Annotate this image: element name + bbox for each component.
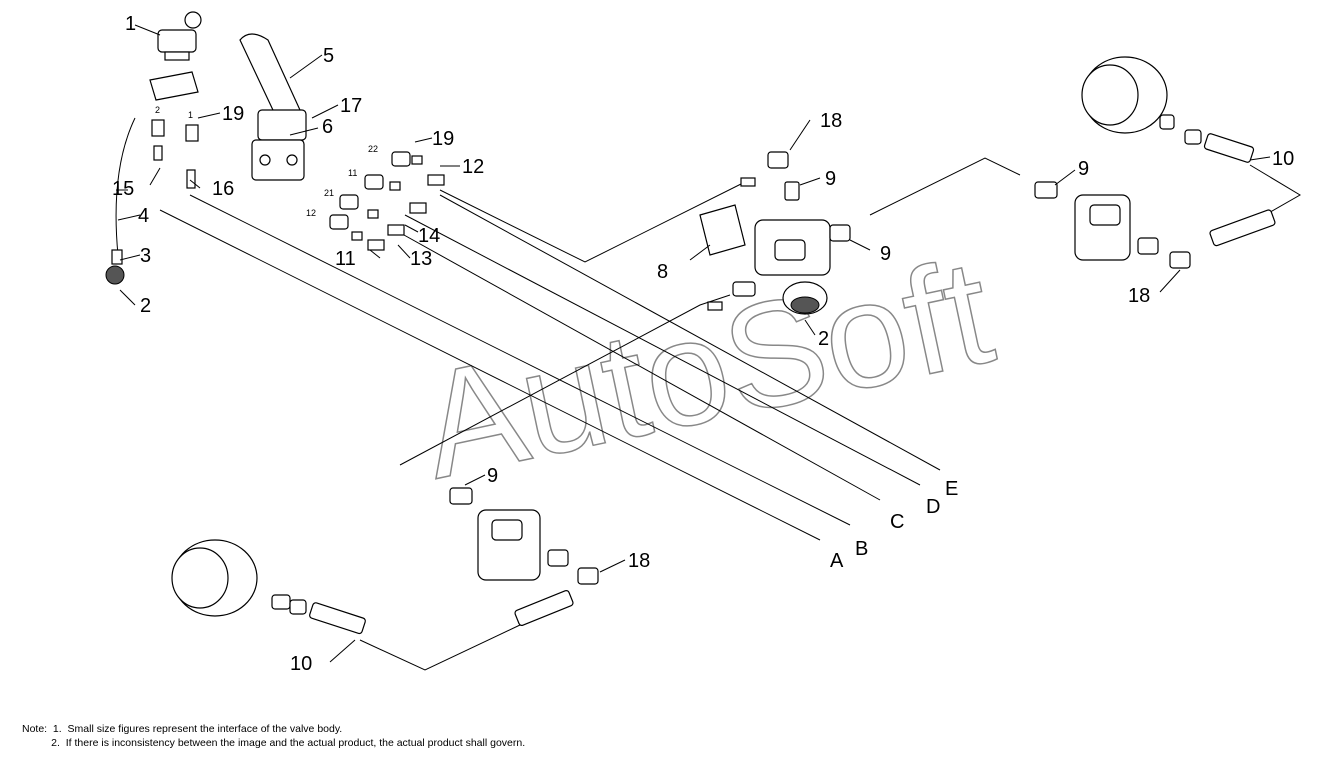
route-line-d bbox=[404, 214, 921, 486]
callout-2b: 2 bbox=[818, 328, 829, 350]
port-label-2: 2 bbox=[155, 105, 160, 115]
callout-9b: 9 bbox=[880, 243, 891, 265]
part-right-brake-chamber bbox=[1034, 56, 1276, 269]
callout-2a: 2 bbox=[140, 295, 151, 317]
part-center-connectors bbox=[329, 151, 445, 251]
route-line-upper bbox=[439, 181, 746, 263]
callout-1: 1 bbox=[125, 13, 136, 35]
line-label-a: A bbox=[830, 550, 844, 572]
port-labels: 2 1 22 11 21 12 bbox=[155, 105, 378, 218]
callout-9c: 9 bbox=[1078, 158, 1089, 180]
route-line-lower bbox=[359, 624, 521, 671]
line-label-d: D bbox=[926, 496, 940, 518]
callout-12: 12 bbox=[462, 156, 484, 178]
notes-block: Note: 1. Small size figures represent th… bbox=[22, 722, 525, 750]
route-line-a bbox=[159, 209, 821, 541]
port-label-1: 1 bbox=[188, 110, 193, 120]
route-line-mid bbox=[399, 294, 731, 466]
leader-lines bbox=[117, 104, 1271, 663]
part-1-switch-valve bbox=[134, 11, 202, 101]
callout-15: 15 bbox=[112, 178, 134, 200]
exploded-parts-diagram: AutoSoft bbox=[105, 11, 1301, 675]
callout-13: 13 bbox=[410, 248, 432, 270]
callout-19a: 19 bbox=[222, 103, 244, 125]
callout-18c: 18 bbox=[628, 550, 650, 572]
part-relay-valve bbox=[699, 151, 851, 315]
port-label-11: 11 bbox=[348, 168, 357, 178]
callout-11: 11 bbox=[335, 248, 356, 270]
note-line-2: 2. If there is inconsistency between the… bbox=[22, 737, 526, 749]
callout-5: 5 bbox=[323, 45, 334, 67]
callout-18b: 18 bbox=[1128, 285, 1150, 307]
callout-labels: 1 5 17 6 19 19 12 14 13 11 15 16 4 3 2 1… bbox=[112, 13, 1294, 675]
callout-10b: 10 bbox=[290, 653, 312, 675]
port-label-21: 21 bbox=[324, 188, 334, 198]
callout-19b: 19 bbox=[432, 128, 454, 150]
note-line-1: Note: 1. Small size figures represent th… bbox=[22, 723, 343, 735]
callout-8: 8 bbox=[657, 261, 668, 283]
route-line-e bbox=[439, 194, 941, 471]
callout-3: 3 bbox=[140, 245, 151, 267]
routing-lines bbox=[159, 157, 1301, 671]
route-line-b bbox=[189, 194, 851, 526]
port-label-12: 12 bbox=[306, 208, 316, 218]
part-left-fittings bbox=[105, 117, 199, 285]
callout-4: 4 bbox=[138, 205, 149, 227]
part-5-hand-brake-valve bbox=[239, 33, 323, 181]
callout-9a: 9 bbox=[825, 168, 836, 190]
callout-18a: 18 bbox=[820, 110, 842, 132]
callout-9d: 9 bbox=[487, 465, 498, 487]
callout-16: 16 bbox=[212, 178, 234, 200]
line-label-e: E bbox=[945, 478, 958, 500]
route-line-right bbox=[869, 157, 1021, 216]
route-line-right-hose bbox=[1249, 164, 1301, 216]
callout-17: 17 bbox=[340, 95, 362, 117]
callout-14: 14 bbox=[418, 225, 440, 247]
line-label-b: B bbox=[855, 538, 868, 560]
port-label-22: 22 bbox=[368, 144, 378, 154]
route-line-c bbox=[394, 229, 881, 501]
part-lower-brake-chamber bbox=[171, 487, 599, 635]
callout-6: 6 bbox=[322, 116, 333, 138]
line-label-c: C bbox=[890, 511, 904, 533]
callout-10a: 10 bbox=[1272, 148, 1294, 170]
